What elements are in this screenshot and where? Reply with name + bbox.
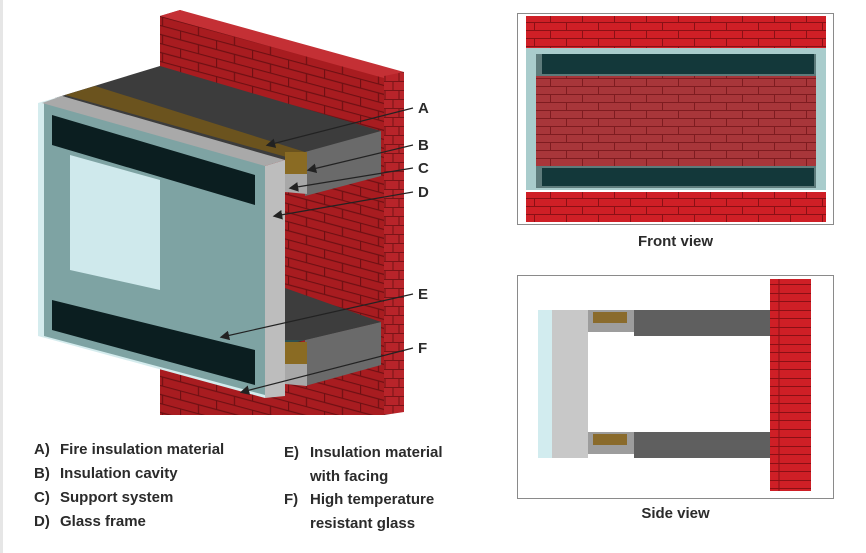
callout-c: C <box>288 160 429 192</box>
front-brick-bottom <box>526 192 826 222</box>
legend-left: A)Fire insulation material B)Insulation … <box>34 438 224 534</box>
legend-item-b: B)Insulation cavity <box>34 465 178 482</box>
callout-a: A <box>265 100 429 148</box>
svg-text:D: D <box>418 184 429 201</box>
legend-item-e: E)Insulation material <box>284 444 443 461</box>
callout-e: E <box>219 286 428 341</box>
side-brick-wall <box>770 279 811 491</box>
page-left-border <box>0 0 3 553</box>
callout-f: F <box>239 340 427 395</box>
callout-b: B <box>306 137 429 173</box>
side-view-caption: Side view <box>641 505 710 522</box>
svg-text:B: B <box>418 137 429 154</box>
side-view-drawing <box>538 279 811 491</box>
front-view-caption: Front view <box>637 233 713 250</box>
side-view-panel <box>517 275 834 499</box>
glass-frame <box>38 96 285 398</box>
side-support-bottom <box>634 432 770 458</box>
legend-right: E)Insulation material with facing F)High… <box>284 441 443 535</box>
side-support-top <box>634 310 770 336</box>
svg-text:A: A <box>418 100 429 117</box>
svg-text:C: C <box>418 160 429 177</box>
callout-d: D <box>272 184 429 220</box>
side-insulation-bottom <box>593 434 627 445</box>
legend-item-c: C)Support system <box>34 489 174 506</box>
front-view-panel <box>517 13 834 225</box>
side-glass <box>538 310 552 458</box>
front-brick-middle <box>536 76 816 166</box>
front-view-drawing <box>526 16 826 222</box>
legend-item-a: A)Fire insulation material <box>34 441 225 458</box>
side-insulation-top <box>593 312 627 323</box>
isometric-diagram: A B C D E F <box>38 10 429 415</box>
legend-item-d: D)Glass frame <box>34 513 146 530</box>
legend-item-f-cont: resistant glass <box>310 514 416 532</box>
legend-item-f: F)High temperature <box>284 491 435 508</box>
side-frame <box>552 310 588 458</box>
legend-item-e-cont: with facing <box>310 467 389 485</box>
svg-text:E: E <box>418 286 428 303</box>
svg-text:F: F <box>418 340 427 357</box>
front-brick-top <box>526 16 826 48</box>
